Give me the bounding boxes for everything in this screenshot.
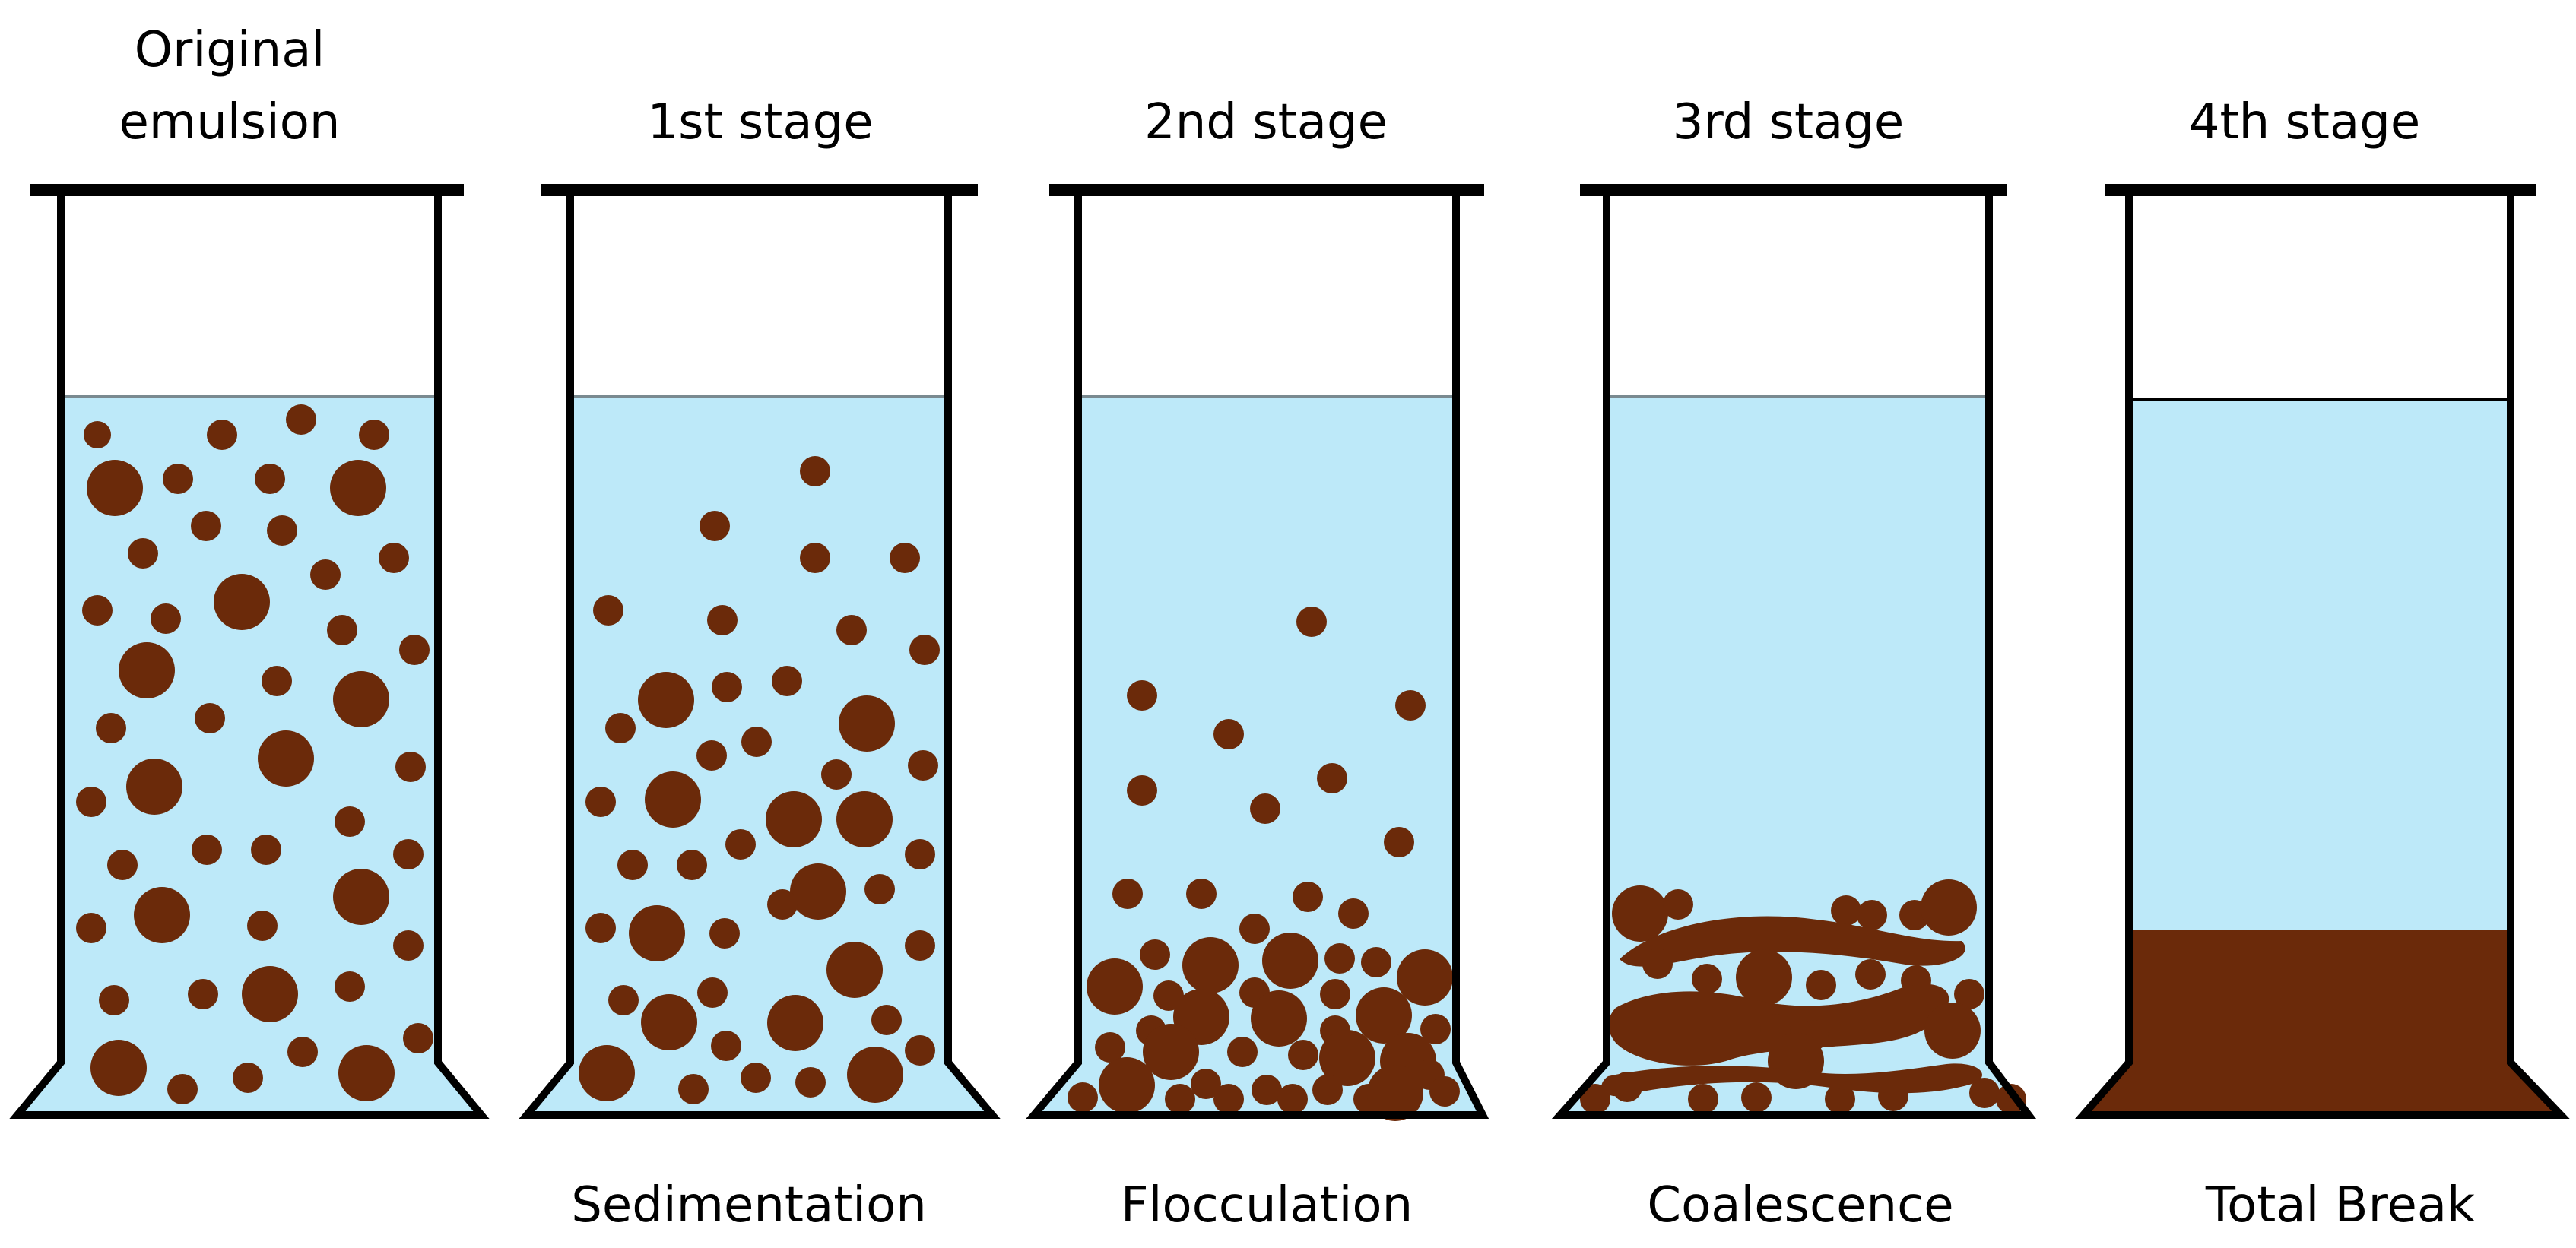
cylinder-wall: [1026, 190, 1489, 1119]
empty-headspace: [61, 190, 438, 397]
oil-layer: [2083, 930, 2561, 1115]
top-label-line-2: emulsion: [119, 94, 341, 150]
cylinder-original-emulsion: Original emulsion: [9, 22, 490, 1119]
bottom-label: Sedimentation: [571, 1177, 927, 1234]
cylinder-wall: [2075, 190, 2570, 1119]
bottom-label: Coalescence: [1647, 1177, 1953, 1234]
empty-headspace: [1078, 190, 1456, 397]
cylinder-1st-stage: 1st stage Sedimentation: [519, 94, 1001, 1234]
top-label: 1st stage: [647, 94, 873, 150]
droplets: [1068, 607, 1460, 1121]
bottom-label: Total Break: [2205, 1177, 2475, 1234]
bottom-label: Flocculation: [1121, 1177, 1413, 1234]
empty-headspace: [2129, 190, 2511, 400]
cylinder-4th-stage: 4th stage Total Break: [2075, 94, 2570, 1234]
top-label: 2nd stage: [1144, 94, 1388, 150]
empty-headspace: [570, 190, 948, 397]
top-label: 3rd stage: [1673, 94, 1905, 150]
empty-headspace: [1607, 190, 1989, 397]
liquid: [1034, 397, 1483, 1115]
cylinder-wall: [1551, 190, 2037, 1119]
top-label-line-1: Original: [135, 22, 325, 78]
top-label: 4th stage: [2189, 94, 2420, 150]
cylinder-3rd-stage: 3rd stage Coalescence: [1551, 94, 2037, 1234]
cylinder-wall: [519, 190, 1001, 1119]
droplets: [76, 404, 433, 1104]
droplets-and-coalesced-layers: [1580, 879, 2026, 1114]
water-layer: [2129, 400, 2511, 930]
cylinder-wall: [9, 190, 490, 1119]
liquid: [17, 397, 481, 1115]
droplets: [579, 456, 940, 1104]
cylinder-2nd-stage: 2nd stage Flocculation: [1026, 94, 1489, 1234]
